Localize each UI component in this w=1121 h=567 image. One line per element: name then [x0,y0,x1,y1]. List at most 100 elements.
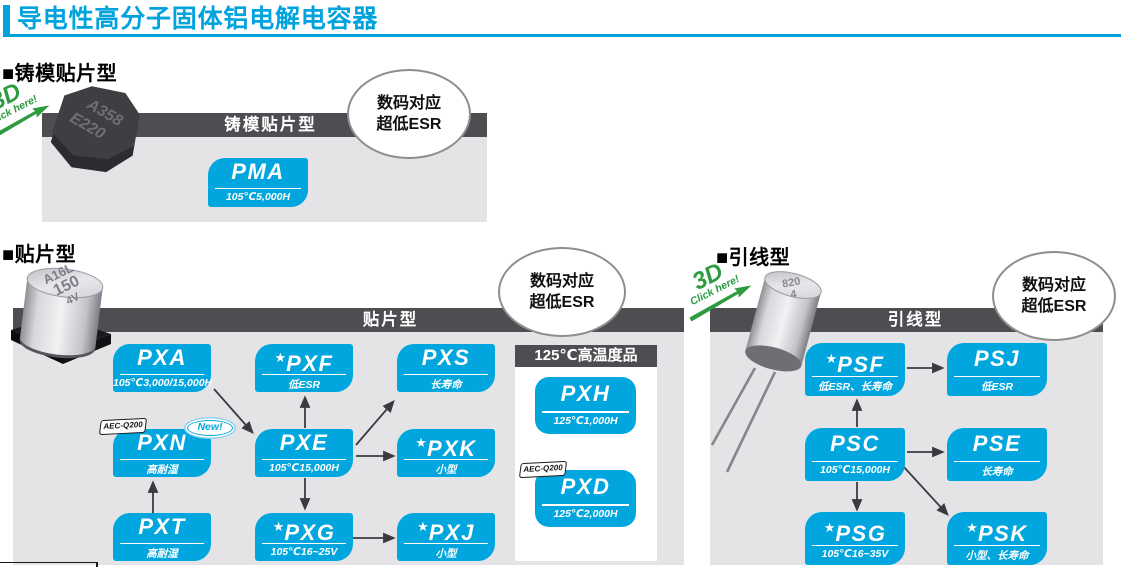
series-spec: 低ESR [287,378,321,391]
star-icon: ★ [823,520,836,535]
series-spec: 105℃16~35V [821,548,889,560]
page-title: 导电性高分子固体铝电解电容器 [17,5,379,33]
series-spec: 105℃15,000H [820,464,890,476]
molded-chip-capacitor-image: A358 E220 [50,86,140,173]
series-box-pse[interactable]: PSE 长寿命 [947,428,1047,481]
star-icon: ★ [966,520,978,535]
divider [954,375,1040,378]
divider [954,544,1040,547]
high-temp-header: 125℃高温度品 [515,345,657,367]
series-name: PXT [138,514,186,539]
divider [954,460,1040,463]
series-box-pxe[interactable]: PXE 105℃15,000H [255,429,353,477]
series-box-pxt[interactable]: PXT 高耐湿 [113,513,211,561]
bubble-line2: 超低ESR [529,294,595,311]
series-name: PXA [137,345,187,370]
divider [120,373,204,376]
section-heading-molded: ■铸模贴片型 [2,63,118,85]
divider [120,458,204,461]
series-name: PXE [279,430,329,455]
bubble-line1: 数码对应 [1021,277,1086,294]
title-underline [3,34,1121,37]
series-box-pxg[interactable]: ★PXG 105℃16~25V [255,513,353,561]
series-spec: 105℃3,000/15,000H [113,376,213,389]
series-name: PXF [286,351,334,376]
star-icon: ★ [417,519,429,534]
svg-text:4V: 4V [64,291,82,308]
new-badge: New! [187,420,233,436]
esr-bubble-chip: 数码对应 超低ESR [498,247,626,337]
section-heading-lead: ■引线型 [716,247,791,269]
bubble-line1: 数码对应 [376,95,441,112]
series-spec: 小型、长寿命 [965,550,1029,562]
series-box-psf[interactable]: ★PSF 低ESR、长寿命 [805,343,905,396]
series-spec: 高耐湿 [146,547,178,560]
series-box-pxd[interactable]: PXD 125℃2,000H [535,470,636,527]
aec-q200-badge: AEC-Q200 [518,460,568,479]
series-name: PXH [560,381,611,406]
series-name: PXS [421,345,471,370]
series-spec: 105℃16~25V [270,545,338,558]
bubble-line1: 数码对应 [529,273,594,290]
series-name: PSG [835,521,887,546]
smd-capacitor-image: A16L 150 4V [11,260,111,364]
series-spec: 125℃1,000H [553,414,618,427]
series-box-pxh[interactable]: PXH 125℃1,000H [535,377,636,434]
star-icon: ★ [274,350,287,365]
bubble-line2: 超低ESR [376,116,442,133]
series-box-pxa[interactable]: PXA 105℃3,000/15,000H [113,344,213,392]
series-box-psc[interactable]: PSC 105℃15,000H [805,428,905,481]
series-box-pxs[interactable]: PXS 长寿命 [397,344,495,392]
divider [215,187,301,190]
series-spec: 小型 [435,547,457,560]
table-edge-line [0,562,97,563]
series-box-psg[interactable]: ★PSG 105℃16~35V [805,512,905,565]
series-box-pxf[interactable]: ★PXF 低ESR [255,344,353,392]
series-spec: 低ESR、长寿命 [817,381,893,393]
series-box-pxj[interactable]: ★PXJ 小型 [397,513,495,561]
series-name: PXJ [428,520,475,545]
series-box-psk[interactable]: ★PSK 小型、长寿命 [947,512,1047,565]
table-edge-tick [96,562,98,567]
series-name: PXN [137,430,187,455]
series-box-pma[interactable]: PMA 105℃5,000H [208,158,308,207]
divider [812,460,898,463]
divider [812,375,898,378]
series-name: PSK [977,521,1028,546]
series-spec: 125℃2,000H [553,507,618,520]
series-spec: 105℃15,000H [269,461,339,474]
star-icon: ★ [825,351,838,366]
divider [542,504,629,506]
series-name: PXD [560,474,611,499]
divider [404,458,488,461]
divider [262,542,346,545]
esr-bubble-lead: 数码对应 超低ESR [992,251,1116,341]
divider [262,458,346,461]
series-box-pxn[interactable]: PXN 高耐湿 [113,429,211,477]
section-heading-chip: ■贴片型 [2,244,77,266]
aec-q200-badge: AEC-Q200 [98,417,148,436]
bubble-line2: 超低ESR [1021,298,1087,315]
series-name: PSE [972,431,1022,456]
series-spec: 低ESR [980,381,1014,393]
series-name: PXK [426,436,477,461]
series-box-psj[interactable]: PSJ 低ESR [947,343,1047,396]
star-icon: ★ [272,519,285,534]
series-name: PSJ [973,346,1021,371]
series-spec: 长寿命 [981,466,1013,478]
series-name: PXG [284,520,336,545]
svg-text:4: 4 [789,288,798,301]
divider [404,373,488,376]
divider [404,542,488,545]
divider [542,411,629,413]
star-icon: ★ [415,435,427,450]
series-box-pxk[interactable]: ★PXK 小型 [397,429,495,477]
leaded-capacitor-image: 820 4 [710,271,822,473]
series-spec: 小型 [435,463,457,476]
series-name: PSF [837,352,885,377]
series-spec: 105℃5,000H [225,190,291,203]
esr-bubble-molded: 数码对应 超低ESR [347,69,471,159]
series-spec: 长寿命 [430,378,462,391]
divider [812,544,898,547]
series-name: PMA [231,159,285,184]
